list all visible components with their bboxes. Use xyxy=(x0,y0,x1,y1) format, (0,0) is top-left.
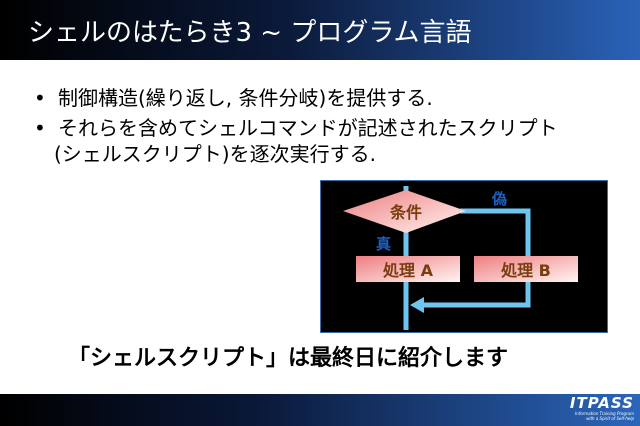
bullet-marker: • xyxy=(34,86,46,110)
false-label: 偽 xyxy=(491,190,507,208)
process-b-box xyxy=(474,256,578,282)
process-a-label: 処理 A xyxy=(383,261,434,280)
bullet-text: それらを含めてシェルコマンドが記述されたスクリプト xyxy=(58,116,558,140)
logo-subtext: with a Spirit of Self-help xyxy=(586,416,634,421)
bullet-text: 制御構造(繰り返し, 条件分岐)を提供する. xyxy=(58,86,433,110)
bottom-note: 「シェルスクリプト」は最終日に紹介します xyxy=(68,346,509,371)
condition-diamond xyxy=(343,190,466,233)
bullet-marker: • xyxy=(34,116,46,140)
slide-title: シェルのはたらき3 ~ プログラム言語 xyxy=(28,18,472,48)
logo-subtext: Information Training Program xyxy=(575,411,634,416)
process-b-label: 処理 B xyxy=(501,261,551,280)
title-bar: シェルのはたらき3 ~ プログラム言語 xyxy=(0,0,640,60)
true-label: 真 xyxy=(376,235,391,253)
flowchart-diagram: 条件 処理 A 処理 B 真 偽 xyxy=(320,180,608,333)
process-a-box xyxy=(356,256,460,282)
itpass-logo: ITPASS Information Training Program with… xyxy=(569,394,634,422)
arrow-head-icon xyxy=(410,297,424,313)
bullet-text: (シェルスクリプト)を逐次実行する. xyxy=(54,142,376,166)
condition-label: 条件 xyxy=(389,203,422,222)
logo-text: ITPASS xyxy=(569,394,634,412)
footer-bar xyxy=(0,394,640,426)
